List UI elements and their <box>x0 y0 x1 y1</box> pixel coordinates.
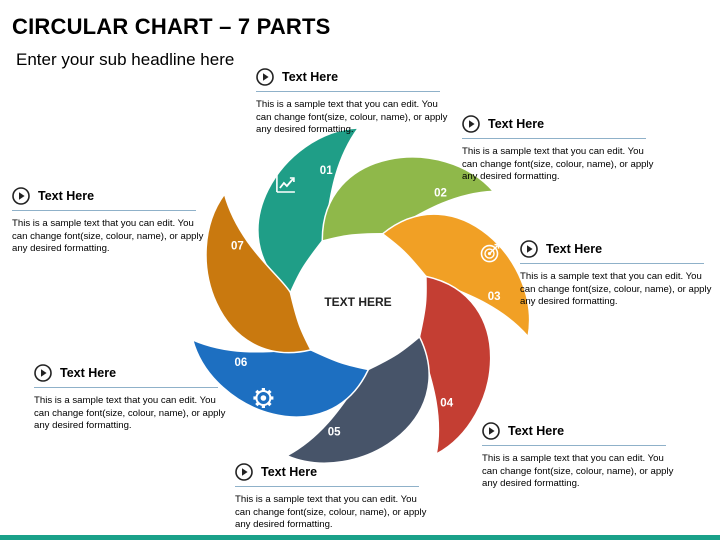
play-icon <box>12 187 30 205</box>
callout-heading: Text Here <box>261 465 318 479</box>
center-label: TEXT HERE <box>324 295 391 309</box>
callout-divider <box>12 210 196 211</box>
segment-number-04: 04 <box>440 397 453 409</box>
segment-06 <box>191 338 370 418</box>
callout-heading: Text Here <box>38 189 95 203</box>
target-icon <box>480 243 500 263</box>
play-icon <box>462 115 480 133</box>
callout-segment-03: Text Here This is a sample text that you… <box>462 114 662 184</box>
callout-heading: Text Here <box>282 70 339 84</box>
callout-segment-06: Text Here This is a sample text that you… <box>235 462 435 532</box>
page-subtitle: Enter your sub headline here <box>16 50 235 69</box>
callout-heading: Text Here <box>488 117 545 131</box>
callout-body: This is a sample text that you can edit.… <box>34 395 226 432</box>
segment-number-03: 03 <box>488 291 501 303</box>
callout-segment-05: Text Here This is a sample text that you… <box>482 421 682 491</box>
callout-divider <box>235 486 419 487</box>
callout-segment-02: Text Here This is a sample text that you… <box>256 67 456 137</box>
callout-segment-04: Text Here This is a sample text that you… <box>520 239 720 309</box>
callout-divider <box>520 263 704 264</box>
callout-divider <box>482 445 666 446</box>
callout-body: This is a sample text that you can edit.… <box>235 494 427 531</box>
segment-05 <box>285 335 430 464</box>
segment-number-02: 02 <box>434 188 447 200</box>
callout-divider <box>34 387 218 388</box>
segment-03 <box>381 213 531 339</box>
play-icon <box>235 463 253 481</box>
segment-number-07: 07 <box>231 240 244 252</box>
callout-body: This is a sample text that you can edit.… <box>462 146 654 183</box>
segment-04 <box>418 275 492 456</box>
callout-heading: Text Here <box>60 366 117 380</box>
callout-body: This is a sample text that you can edit.… <box>482 453 674 490</box>
segment-07 <box>205 192 313 354</box>
callout-divider <box>256 91 440 92</box>
page-title: CIRCULAR CHART – 7 PARTS <box>12 14 331 39</box>
callout-segment-07: Text Here This is a sample text that you… <box>34 363 234 433</box>
segment-number-05: 05 <box>328 427 341 439</box>
segment-number-01: 01 <box>320 165 333 177</box>
callout-segment-01: Text Here This is a sample text that you… <box>12 186 212 256</box>
callout-heading: Text Here <box>508 424 565 438</box>
segment-01 <box>257 127 360 294</box>
segment-02 <box>321 156 495 242</box>
callout-body: This is a sample text that you can edit.… <box>520 271 712 308</box>
chart-trend-icon <box>276 175 295 193</box>
footer-accent-bar <box>0 535 720 540</box>
callout-body: This is a sample text that you can edit.… <box>256 99 448 136</box>
callout-divider <box>462 138 646 139</box>
callout-heading: Text Here <box>546 242 603 256</box>
play-icon <box>482 422 500 440</box>
play-icon <box>256 68 274 86</box>
segment-number-06: 06 <box>235 357 248 369</box>
callout-body: This is a sample text that you can edit.… <box>12 218 204 255</box>
play-icon <box>520 240 538 258</box>
play-icon <box>34 364 52 382</box>
gear-icon <box>253 388 274 408</box>
